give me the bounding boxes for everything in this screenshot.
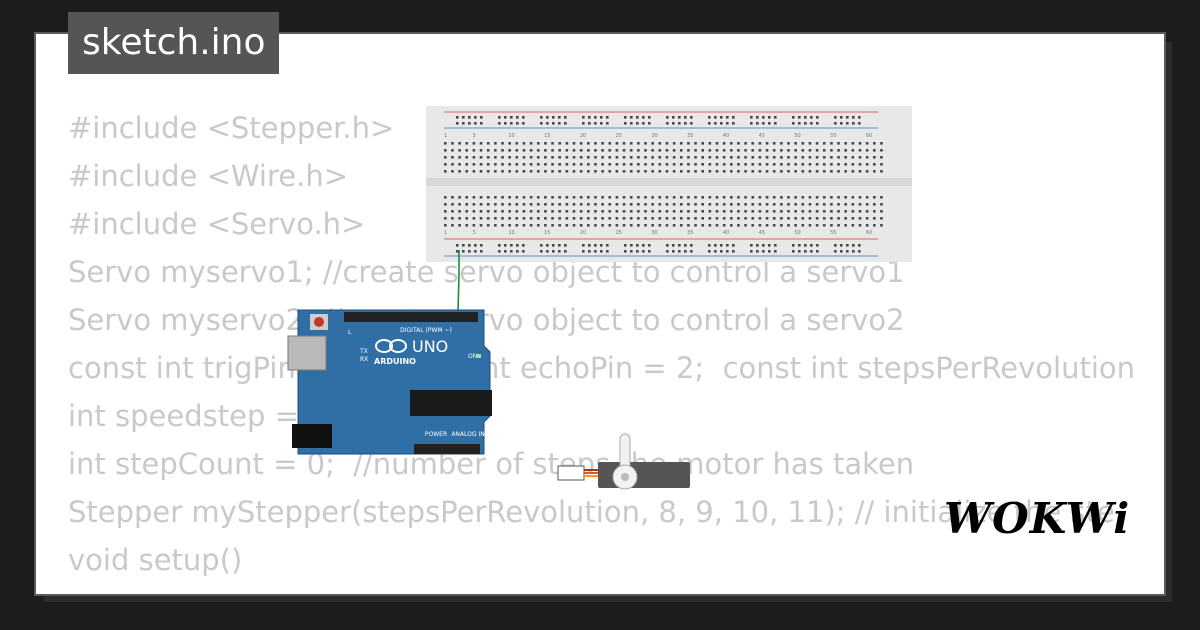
column-number: 60 (866, 133, 872, 139)
arduino-uno[interactable]: DIGITAL (PWM ~) L TX RX UNO ARDUINO ON P… (286, 306, 492, 458)
code-line: #include <Stepper.h> (68, 111, 395, 145)
power-jack (292, 424, 332, 448)
column-number: 1 (444, 133, 447, 139)
code-line: void setup() (68, 543, 243, 577)
servo-body (598, 462, 690, 488)
code-line: int speedstep = (68, 399, 309, 433)
servo-motor[interactable] (556, 432, 696, 496)
terminal-strip-bottom (444, 196, 883, 227)
code-line: {Serial.begin(9600); (68, 584, 1135, 594)
column-number: 50 (794, 133, 800, 139)
column-number: 5 (473, 230, 476, 236)
column-number: 20 (580, 230, 586, 236)
column-number: 10 (508, 133, 514, 139)
board-brand-label: ARDUINO (374, 357, 416, 366)
column-number: 40 (723, 230, 729, 236)
column-number: 35 (687, 133, 693, 139)
column-number: 1 (444, 230, 447, 236)
column-number: 5 (473, 133, 476, 139)
reset-button[interactable] (314, 317, 324, 327)
wokwi-logo: WOKWi (944, 494, 1131, 543)
code-line: #include <Servo.h> (68, 207, 366, 241)
center-channel (426, 178, 912, 186)
usb-connector (287, 335, 327, 371)
led-l-label: L (348, 329, 352, 336)
digital-header (344, 312, 478, 322)
column-number: 15 (544, 230, 550, 236)
preview-card: #include <Stepper.h> #include <Wire.h> #in… (36, 34, 1164, 594)
digital-header-label: DIGITAL (PWM ~) (400, 327, 452, 334)
power-led-icon (476, 354, 481, 358)
power-rail-holes-bottom (456, 244, 861, 253)
column-number: 10 (508, 230, 514, 236)
column-number: 30 (651, 133, 657, 139)
power-rail-holes-top (456, 116, 861, 125)
servo-screw-icon (621, 473, 629, 481)
code-line: Servo myservo2; //create servo object to… (68, 303, 905, 337)
column-number: 60 (866, 230, 872, 236)
column-number: 55 (830, 230, 836, 236)
code-line: #include <Wire.h> (68, 159, 349, 193)
column-number: 20 (580, 133, 586, 139)
code-preview: #include <Stepper.h> #include <Wire.h> #in… (68, 104, 1135, 594)
led-tx-label: TX (359, 348, 368, 355)
analog-header (414, 444, 480, 454)
led-rx-label: RX (360, 356, 368, 363)
microcontroller-chip (410, 390, 492, 416)
column-number: 55 (830, 133, 836, 139)
analog-header-label: ANALOG IN (451, 431, 484, 438)
column-number: 15 (544, 133, 550, 139)
power-header-label: POWER (425, 431, 447, 438)
terminal-strip-top (444, 142, 883, 173)
servo-connector (557, 465, 585, 481)
column-number: 50 (794, 230, 800, 236)
column-number: 35 (687, 230, 693, 236)
led-on-label: ON (468, 353, 477, 360)
column-number: 25 (616, 230, 622, 236)
board-model-label: UNO (412, 337, 448, 356)
code-line: const int trigPin = 3; const int echoPin… (68, 351, 1136, 385)
column-number: 25 (616, 133, 622, 139)
column-number: 40 (723, 133, 729, 139)
code-line: Stepper myStepper(stepsPerRevolution, 8,… (68, 495, 1115, 529)
column-number: 45 (759, 133, 765, 139)
column-number: 30 (651, 230, 657, 236)
project-title[interactable]: sketch.ino (68, 12, 280, 74)
arduino-logo-icon (375, 339, 407, 353)
column-number: 45 (759, 230, 765, 236)
